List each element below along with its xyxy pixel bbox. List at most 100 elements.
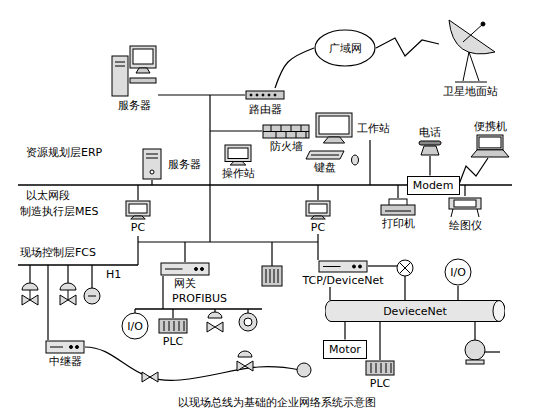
monitor-icon [315,112,353,144]
ethernet-wiring [18,95,512,266]
pc-node: PC [305,200,331,234]
server-node: 服务器 [110,42,158,112]
icon-part [150,170,154,174]
icon-part [76,346,79,349]
drawing-stroke [466,360,484,364]
drawing-stroke [474,322,475,340]
monitor-icon [224,144,252,166]
drawing-stroke [297,363,311,377]
icon-part [381,363,382,373]
fw-icon [262,124,310,139]
layer-label: 现场控制层FCS [20,246,96,259]
icon-part [319,116,349,134]
drawing-stroke [30,290,31,300]
icon-part [311,216,326,219]
icon-part [319,261,367,272]
pipe-outline [325,301,505,322]
plc-icon [365,360,395,376]
icon-part [463,52,469,81]
node-label: Motor [329,343,361,356]
node-label: TCP/DeviceNet [302,274,383,287]
h1-bus [18,265,138,340]
icon-part [129,204,147,213]
icon-part [291,125,292,132]
circle-outline [122,313,148,339]
icon-part [353,265,356,268]
drawing-stroke [91,265,92,288]
icon-part [184,321,185,331]
drawing-stroke [68,290,69,300]
icon-part [230,162,246,166]
icon-part [451,209,453,217]
icon-part [268,94,270,96]
icon-part [165,269,183,270]
icon-part [385,211,411,212]
icon-part [301,125,302,132]
icon-part [161,263,209,275]
drawing-stroke [142,372,158,382]
icon-part [146,158,158,159]
icon-part [381,205,415,215]
node-label: 操作站 [222,167,255,180]
icon-part [309,204,327,213]
node-label: 网关 [174,277,196,290]
node-label: PLC [370,377,390,390]
icon-part [228,148,248,159]
icon-part [250,94,252,96]
icon-part [262,94,264,96]
layer-label: PROFIBUS [172,292,227,305]
drawing-stroke [18,264,138,266]
drawing-stroke [352,155,359,165]
drawing-stroke [22,295,38,305]
node-label: 服务器 [118,99,151,112]
valve-symbol [22,283,76,305]
node-label: 绘图仪 [449,219,482,232]
icon-part [112,56,128,96]
icon-part [246,91,284,99]
drawing-stroke [239,313,257,331]
drawing-stroke [60,283,76,290]
keyboard-node: 键盘 [305,150,345,174]
plc-node: PLC [365,360,395,390]
layer-label: 制造执行层MES [20,205,98,218]
drawing-stroke [262,266,282,286]
drawing-stroke [270,269,271,283]
rack-device [262,266,282,286]
node-label: I/O [450,266,466,279]
drawing-stroke [184,242,185,262]
node-label: 广域网 [329,42,362,55]
wan-cloud: 广域网 [314,29,376,67]
icon-part [174,321,175,331]
icon-part [421,146,439,155]
drawing-stroke [271,242,272,266]
icon-part [449,20,495,54]
drawing-stroke [135,308,262,310]
network-link [460,158,489,183]
drawing-stroke [465,340,485,360]
mouse-symbol [352,155,359,165]
router-node: 路由器 [245,88,285,116]
field-wave-line [85,347,300,380]
drawing-stroke [209,95,210,185]
lamp-symbol [397,260,413,276]
firewall-node: 防火墙 [262,124,310,153]
icon-part [136,68,150,73]
icon-part [130,78,156,83]
drawing-stroke [400,263,411,274]
network-link [457,286,458,300]
drawing-stroke [47,265,48,340]
node-label: 便携机 [474,120,507,133]
drawing-stroke [29,265,30,283]
drawing-stroke [208,312,222,318]
network-link [344,322,345,340]
drawing-stroke [369,140,370,185]
printer-node: 打印机 [380,198,416,230]
tower-icon [140,148,164,180]
layer-label: H1 [106,268,121,281]
node-label: Modem [413,179,454,192]
node-label: DevieceNet [383,305,447,318]
icon-part [469,52,479,81]
icon-part [306,151,344,159]
drawing-stroke [404,276,405,300]
phone-node: 电话 [418,126,442,156]
